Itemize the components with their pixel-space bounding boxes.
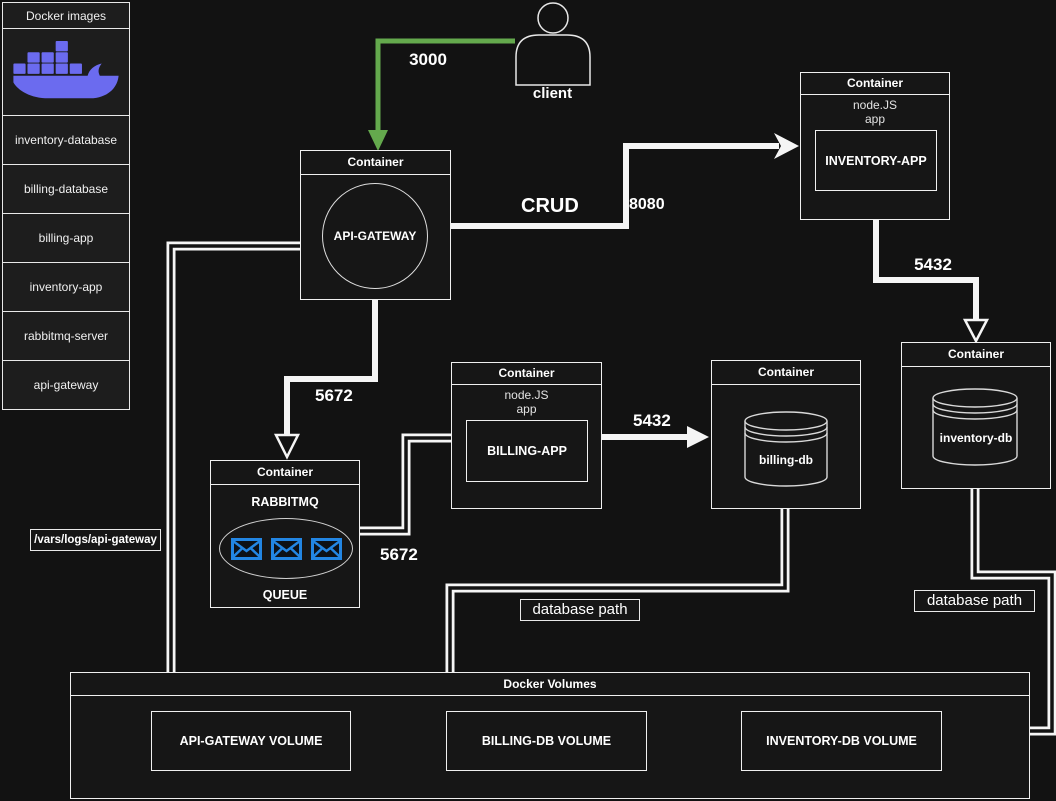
- queue-caption: QUEUE: [262, 588, 308, 602]
- database-cylinder-icon: [744, 411, 828, 487]
- inventory-db-label: inventory-db: [939, 431, 1013, 445]
- client-node[interactable]: client: [505, 2, 600, 107]
- node-rabbitmq-container[interactable]: Container RABBITMQ QUEUE: [210, 460, 360, 608]
- edge-apigateway-to-rabbitmq[interactable]: [273, 300, 378, 460]
- node-inventory-app-container[interactable]: Container node.JS app INVENTORY-APP: [800, 72, 950, 220]
- envelope-icon: [230, 537, 262, 560]
- docker-volumes-group[interactable]: Docker Volumes API-GATEWAY VOLUME BILLIN…: [70, 672, 1030, 799]
- node-inventory-db-container[interactable]: Container inventory-db: [901, 342, 1051, 489]
- edge-billingapp-to-billingdb[interactable]: [602, 426, 709, 448]
- docker-images-header: Docker images: [2, 2, 130, 29]
- docker-images-panel: Docker images inventory-database billing: [2, 2, 130, 410]
- runtime-label-2: app: [864, 112, 886, 126]
- edge-label-crud: CRUD: [521, 195, 579, 217]
- docker-volumes-header: Docker Volumes: [71, 673, 1029, 696]
- container-header: Container: [902, 343, 1050, 367]
- envelope-icon: [270, 537, 302, 560]
- database-path-label-inventory[interactable]: database path: [914, 590, 1035, 612]
- edge-apigateway-to-volume[interactable]: [166, 241, 301, 674]
- port-label-3000: 3000: [409, 50, 447, 69]
- port-label-8080: 8080: [629, 196, 665, 213]
- port-label-5672-gateway: 5672: [315, 386, 353, 405]
- docker-whale-icon: [13, 41, 119, 99]
- edge-inventoryapp-to-inventorydb[interactable]: [873, 220, 990, 344]
- edge-billingdb-to-volume[interactable]: [445, 508, 790, 674]
- edge-client-to-apigateway[interactable]: [368, 38, 515, 151]
- node-billing-app-container[interactable]: Container node.JS app BILLING-APP: [451, 362, 602, 509]
- logs-path-label[interactable]: /vars/logs/api-gateway: [30, 529, 161, 551]
- sidebar-item-inventory-database[interactable]: inventory-database: [2, 115, 130, 165]
- billing-db-label: billing-db: [759, 453, 813, 467]
- node-api-gateway-container[interactable]: Container API-GATEWAY: [300, 150, 451, 300]
- client-label: client: [532, 85, 573, 102]
- container-header: Container: [712, 361, 860, 385]
- billing-app-label: BILLING-APP: [487, 444, 567, 458]
- sidebar-item-billing-database[interactable]: billing-database: [2, 164, 130, 214]
- container-header: Container: [211, 461, 359, 485]
- node-billing-db-container[interactable]: Container billing-db: [711, 360, 861, 509]
- api-gateway-label: API-GATEWAY: [333, 229, 417, 243]
- port-label-5672-billing: 5672: [380, 545, 418, 564]
- queue-ellipse: [219, 518, 353, 579]
- container-header: Container: [452, 363, 601, 385]
- rabbitmq-title: RABBITMQ: [251, 495, 319, 509]
- envelope-icon: [310, 537, 342, 560]
- person-icon: [515, 2, 591, 86]
- sidebar-item-inventory-app[interactable]: inventory-app: [2, 262, 130, 312]
- sidebar-item-rabbitmq-server[interactable]: rabbitmq-server: [2, 311, 130, 361]
- edge-apigateway-to-inventoryapp[interactable]: [451, 133, 799, 229]
- edge-inventorydb-to-volume[interactable]: [970, 488, 1056, 736]
- volume-api-gateway[interactable]: API-GATEWAY VOLUME: [151, 711, 351, 771]
- runtime-label: node.JS: [504, 388, 549, 402]
- port-label-5432-inventory: 5432: [914, 255, 952, 274]
- docker-logo-cell[interactable]: [2, 28, 130, 116]
- volume-inventory-db[interactable]: INVENTORY-DB VOLUME: [741, 711, 942, 771]
- inventory-app-box[interactable]: INVENTORY-APP: [815, 130, 937, 191]
- database-path-label-billing[interactable]: database path: [520, 599, 640, 621]
- port-label-5432-billing: 5432: [633, 411, 671, 430]
- volume-billing-db[interactable]: BILLING-DB VOLUME: [446, 711, 647, 771]
- runtime-label: node.JS: [852, 98, 898, 112]
- api-gateway-circle[interactable]: API-GATEWAY: [322, 183, 428, 289]
- billing-app-box[interactable]: BILLING-APP: [466, 420, 588, 482]
- runtime-label-2: app: [516, 402, 537, 416]
- sidebar-item-billing-app[interactable]: billing-app: [2, 213, 130, 263]
- container-header: Container: [801, 73, 949, 95]
- inventory-app-label: INVENTORY-APP: [825, 153, 927, 168]
- edge-rabbitmq-to-billingapp[interactable]: [359, 433, 453, 536]
- database-cylinder-icon: [932, 388, 1018, 466]
- sidebar-item-api-gateway[interactable]: api-gateway: [2, 360, 130, 410]
- container-header: Container: [301, 151, 450, 175]
